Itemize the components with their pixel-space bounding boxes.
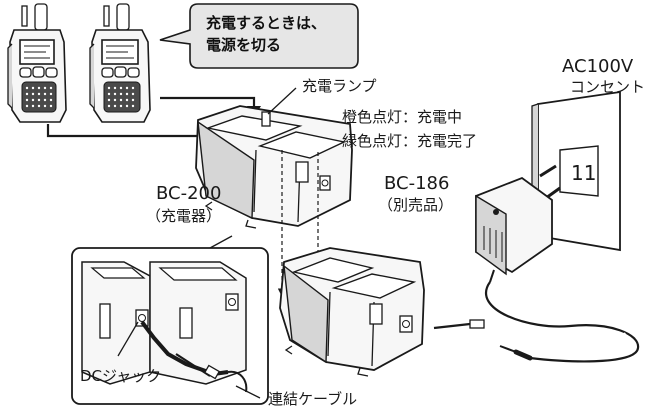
callout-bubble xyxy=(159,3,359,69)
green-lit-label: 緑色点灯：充電完了 xyxy=(342,132,478,150)
adapter-model-label: BC-186 xyxy=(384,173,450,194)
adapter-note-label: （別売品） xyxy=(378,196,454,214)
charger-model-label: BC-200 xyxy=(156,183,222,204)
link-cable-pointer xyxy=(235,385,261,399)
callout-line-1: 充電するときは、 xyxy=(206,14,327,32)
charger-bottom xyxy=(279,247,425,377)
outlet-label-line2: コンセント xyxy=(570,78,646,96)
transceiver-right xyxy=(89,3,151,123)
zoom-inset xyxy=(71,247,269,405)
charger-note-label: （充電器） xyxy=(146,207,222,225)
insert-arrow-front xyxy=(160,96,256,108)
outlet-slots: 11 xyxy=(571,161,596,185)
adapter-cable xyxy=(485,281,640,363)
zoom-leader xyxy=(209,235,233,249)
orange-lit-label: 橙色点灯：充電中 xyxy=(342,108,463,126)
callout-text: 充電するときは、 電源を切る xyxy=(206,12,356,56)
dc-jack-pointer xyxy=(117,321,139,357)
ac-adapter xyxy=(475,164,561,283)
charge-lamp-pointer xyxy=(267,87,297,115)
charger-top xyxy=(195,105,353,229)
callout-line-2: 電源を切る xyxy=(206,36,282,54)
charge-lamp-label: 充電ランプ xyxy=(302,77,377,95)
transceiver-left xyxy=(7,3,67,123)
dc-jack-label: DCジャック xyxy=(80,367,162,385)
outlet-label-line1: AC100V xyxy=(562,56,634,77)
link-cable-label: 連結ケーブル xyxy=(268,390,358,408)
